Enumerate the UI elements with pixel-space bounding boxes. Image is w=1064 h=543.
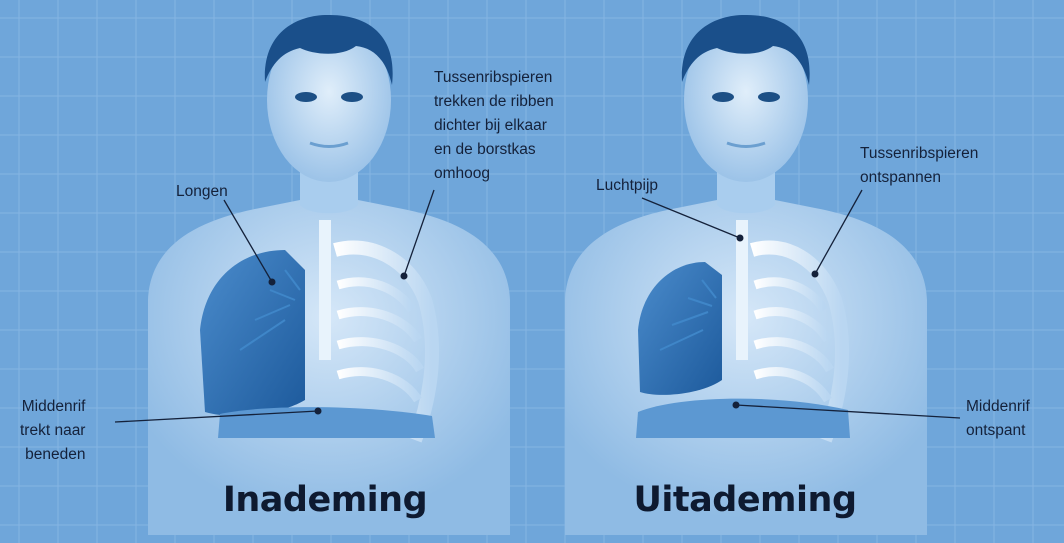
label-intercostal-inhale: Tussenribspieren trekken de ribben dicht… [434,66,554,186]
title-inhale: Inademing [175,480,475,520]
label-diaphragm-inhale: Middenrif trekt naar beneden [20,395,85,467]
eye [712,92,734,102]
trachea [736,220,748,360]
eye [295,92,317,102]
eye [758,92,780,102]
label-trachea: Luchtpijp [596,174,658,198]
title-exhale: Uitademing [595,480,895,520]
trachea [319,220,331,360]
label-lungs: Longen [176,180,228,204]
diaphragm [636,399,850,438]
label-diaphragm-exhale: Middenrif ontspant [966,395,1030,443]
eye [341,92,363,102]
label-intercostal-exhale: Tussenribspieren ontspannen [860,142,978,190]
